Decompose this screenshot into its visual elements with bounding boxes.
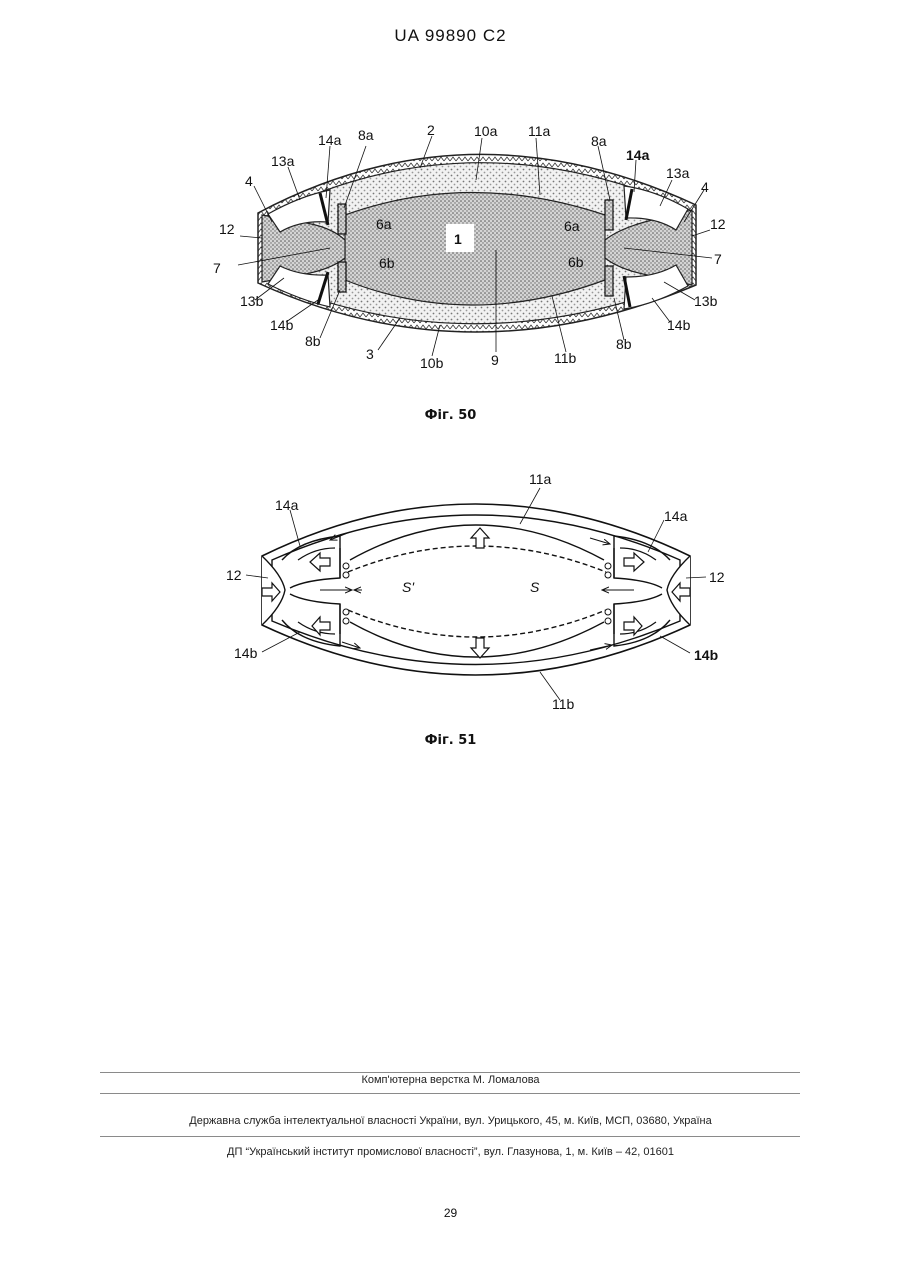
left-valve-bottom bbox=[338, 262, 346, 292]
footer-rule-top bbox=[100, 1072, 800, 1073]
fig50-label-8b-left: 8b bbox=[305, 333, 321, 349]
fig50-label-14b-right: 14b bbox=[667, 317, 691, 333]
fig50-label-7-left: 7 bbox=[213, 260, 221, 276]
central-chamber bbox=[345, 193, 605, 306]
figure-51-drawing: 11a 14a 14a 12 12 S' S 14b 14b 11b bbox=[0, 460, 901, 720]
patent-number-header: UA 99890 C2 bbox=[0, 26, 901, 46]
fig50-label-3: 3 bbox=[366, 346, 374, 362]
page-number: 29 bbox=[0, 1206, 901, 1220]
fig50-label-6b-left: 6b bbox=[379, 255, 395, 271]
fig50-label-8a-left: 8a bbox=[358, 127, 374, 143]
fig50-label-4-right: 4 bbox=[701, 179, 709, 195]
fig50-label-12-left: 12 bbox=[219, 221, 235, 237]
fig50-label-4-left: 4 bbox=[245, 173, 253, 189]
fig50-label-14a-right: 14a bbox=[626, 147, 650, 163]
figure-50-caption: Фіг. 50 bbox=[0, 408, 901, 423]
fig51-label-s-prime: S' bbox=[402, 579, 415, 595]
layout-credit: Комп'ютерна верстка М. Ломалова bbox=[0, 1074, 901, 1086]
fig50-label-13b-left: 13b bbox=[240, 293, 264, 309]
right-valve-bottom bbox=[605, 266, 613, 296]
fig50-label-10a: 10a bbox=[474, 123, 498, 139]
fig51-label-11a: 11a bbox=[529, 471, 552, 487]
fig50-label-7-right: 7 bbox=[714, 251, 722, 267]
fig50-label-11a: 11a bbox=[528, 123, 551, 139]
agency-address: Державна служба інтелектуальної власност… bbox=[0, 1115, 901, 1127]
fig51-label-s: S bbox=[530, 579, 540, 595]
fig51-label-12-left: 12 bbox=[226, 567, 242, 583]
fig50-label-13a-left: 13a bbox=[271, 153, 295, 169]
fig50-label-6a-right: 6a bbox=[564, 218, 580, 234]
fig51-label-14a-right: 14a bbox=[664, 508, 688, 524]
footer-rule-bottom bbox=[100, 1136, 800, 1137]
fig50-label-2: 2 bbox=[427, 122, 435, 138]
fig50-label-8b-right: 8b bbox=[616, 336, 632, 352]
fig51-label-14b-right: 14b bbox=[694, 647, 718, 663]
fig50-label-14a-left: 14a bbox=[318, 132, 342, 148]
figure-51-caption: Фіг. 51 bbox=[0, 733, 901, 748]
fig50-label-11b: 11b bbox=[554, 350, 577, 366]
institute-address: ДП “Український інститут промислової вла… bbox=[0, 1146, 901, 1158]
figure-50-drawing: 2 10a 11a 14a 8a 13a 4 12 7 6a 6b 13b 14… bbox=[0, 110, 901, 390]
fig50-label-13b-right: 13b bbox=[694, 293, 718, 309]
fig50-label-6b-right: 6b bbox=[568, 254, 584, 270]
fig51-label-12-right: 12 bbox=[709, 569, 725, 585]
fig50-label-14b-left: 14b bbox=[270, 317, 294, 333]
fig50-label-10b: 10b bbox=[420, 355, 444, 371]
fig50-label-1: 1 bbox=[454, 231, 462, 247]
fig51-label-14a-left: 14a bbox=[275, 497, 299, 513]
left-valve-top bbox=[338, 204, 346, 234]
footer-rule-middle bbox=[100, 1093, 800, 1094]
fig50-label-8a-right: 8a bbox=[591, 133, 607, 149]
fig50-label-13a-right: 13a bbox=[666, 165, 690, 181]
fig50-label-12-right: 12 bbox=[710, 216, 726, 232]
fig50-label-6a-left: 6a bbox=[376, 216, 392, 232]
right-valve-top bbox=[605, 200, 613, 230]
fig50-label-9: 9 bbox=[491, 352, 499, 368]
fig51-label-11b: 11b bbox=[552, 696, 575, 712]
fig51-label-14b-left: 14b bbox=[234, 645, 258, 661]
